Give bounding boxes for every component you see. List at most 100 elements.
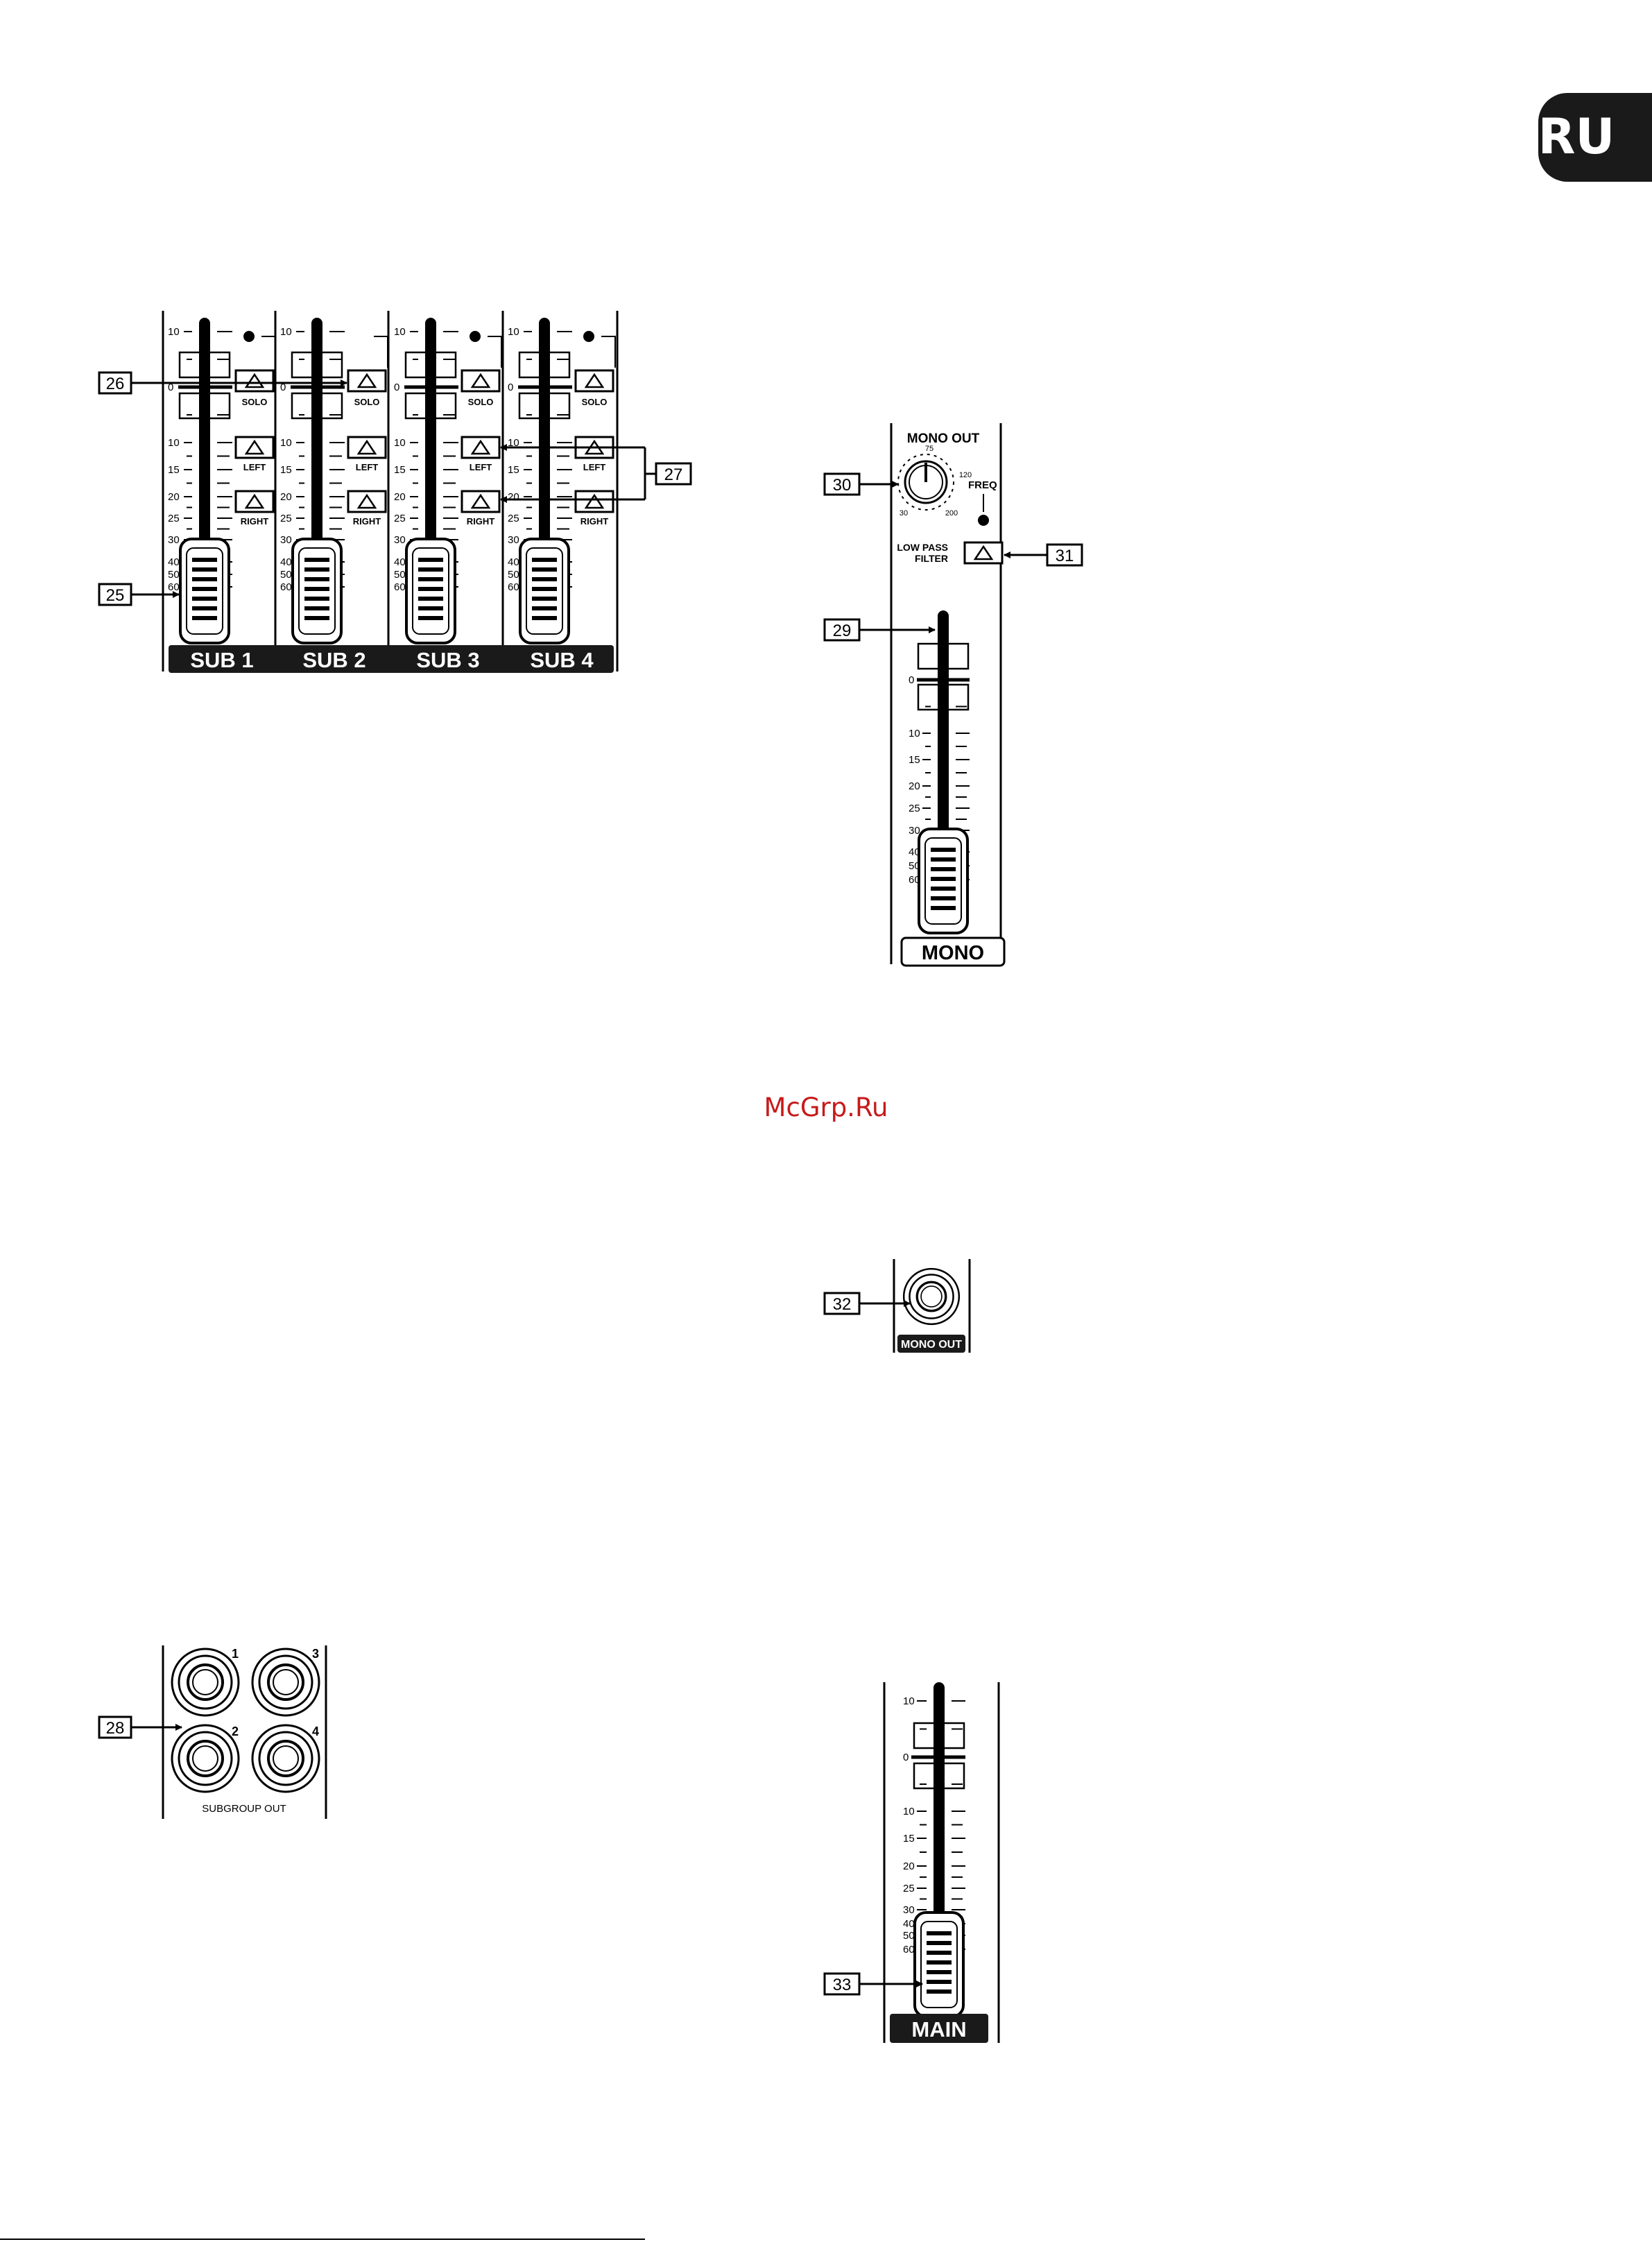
sub3-channel-label: SUB 3 [416, 648, 479, 672]
sub1-scale-label-9: 60 [168, 581, 180, 593]
filter-label: FILTER [915, 553, 948, 564]
callout-26 [98, 371, 132, 395]
sub1-channel-label: SUB 1 [190, 648, 253, 672]
sub1-fader-cap[interactable] [179, 538, 230, 644]
jack-number-4: 4 [312, 1725, 319, 1738]
sub1-scale-label-3: 15 [168, 464, 180, 476]
subgroup-out-figure: 1 3 2 4 SUBGROUP OUT [162, 1645, 327, 1819]
sub2-scale-label-1: 0 [280, 382, 286, 393]
sub3-solo-led [470, 331, 481, 342]
sub2-solo-button[interactable] [347, 369, 387, 393]
callout-28-number: 28 [106, 1719, 125, 1738]
sub4-scale-label-9: 60 [508, 581, 519, 593]
sub1-scale-label-5: 25 [168, 513, 180, 524]
sub1-scale-label-4: 20 [168, 491, 180, 503]
filter-led [978, 515, 989, 526]
sub3-right-button[interactable] [461, 490, 501, 513]
low-pass-filter-button[interactable] [963, 541, 1004, 565]
sub2-scale-label-3: 15 [280, 464, 292, 476]
subgroup-out-jack-1[interactable] [171, 1648, 240, 1717]
sub2-scale-label-6: 30 [280, 534, 292, 546]
callout-32 [823, 1292, 861, 1315]
sub4-button-label-2: RIGHT [580, 516, 609, 527]
mono-out-title: MONO OUT [907, 431, 980, 446]
freq-label: FREQ [968, 479, 997, 491]
sub3-led-bracket [488, 336, 502, 368]
sub3-scale-label-1: 0 [394, 382, 399, 393]
mono-scale-label-8: 60 [909, 874, 920, 886]
sub4-right-button[interactable] [574, 490, 614, 513]
jack-number-3: 3 [312, 1647, 319, 1661]
main-scale-label-6: 30 [903, 1904, 915, 1916]
sub3-scale-label-3: 15 [394, 464, 406, 476]
mono-out-jack[interactable] [902, 1267, 961, 1326]
mono-scale-label-4: 25 [909, 803, 920, 814]
sub2-left-button[interactable] [347, 436, 387, 459]
sub2-scale-label-8: 50 [280, 569, 292, 581]
sub4-button-label-1: LEFT [583, 462, 606, 472]
sub1-right-button[interactable] [234, 490, 275, 513]
main-scale-label-1: 0 [903, 1752, 909, 1763]
sub1-scale-label-0: 10 [168, 326, 180, 338]
sub3-scale-label-5: 25 [394, 513, 406, 524]
sub1-scale-label-8: 50 [168, 569, 180, 581]
knob-tick-75: 75 [925, 445, 933, 453]
main-fader-cap[interactable] [913, 1911, 965, 2018]
sub2-scale-label-4: 20 [280, 491, 292, 503]
sub4-scale-label-2: 10 [508, 437, 519, 449]
sub4-scale-label-5: 25 [508, 513, 519, 524]
subgroup-out-label: SUBGROUP OUT [202, 1803, 286, 1815]
sub4-solo-button[interactable] [574, 369, 614, 393]
knob-tick-30: 30 [900, 509, 908, 517]
main-scale-label-7: 40 [903, 1918, 915, 1930]
main-scale-label-8: 50 [903, 1930, 915, 1942]
callout-27-number: 27 [664, 465, 683, 484]
sub4-scale-label-8: 50 [508, 569, 519, 581]
sub1-scale-label-2: 10 [168, 437, 180, 449]
sub3-scale-label-2: 10 [394, 437, 406, 449]
sub3-solo-button[interactable] [461, 369, 501, 393]
mono-out-jack-label-box [897, 1335, 965, 1353]
mono-out-figure: MONO OUT 75 120 30 200 FREQ LOW PASS FIL… [890, 423, 1006, 967]
sub1-led-bracket [261, 336, 276, 368]
callout-25 [98, 583, 132, 606]
main-label-box [890, 2014, 988, 2043]
sub3-scale-label-0: 10 [394, 326, 406, 338]
subgroup-out-jack-2[interactable] [171, 1724, 240, 1793]
sub2-right-button[interactable] [347, 490, 387, 513]
mono-out-jack-label: MONO OUT [901, 1339, 962, 1351]
sub3-button-label-1: LEFT [470, 462, 492, 472]
callout-25-number: 25 [106, 586, 125, 605]
sub3-left-button[interactable] [461, 436, 501, 459]
jack-number-1: 1 [232, 1647, 239, 1661]
main-scale-label-0: 10 [903, 1695, 915, 1707]
sub1-solo-led [243, 331, 255, 342]
language-badge: RU [1538, 93, 1652, 182]
callout-30 [823, 472, 861, 496]
subgroup-out-jack-4[interactable] [251, 1724, 320, 1793]
sub4-scale-label-6: 30 [508, 534, 519, 546]
subgroup-out-jack-3[interactable] [251, 1648, 320, 1717]
subgroup-label-bar [169, 645, 614, 673]
sub3-fader-cap[interactable] [405, 538, 456, 644]
mono-scale-label-0: 0 [909, 674, 914, 686]
sub1-scale-label-7: 40 [168, 556, 180, 568]
main-scale-label-3: 15 [903, 1833, 915, 1845]
sub1-left-button[interactable] [234, 436, 275, 459]
sub1-scale-label-1: 0 [168, 382, 173, 393]
mono-fader-cap[interactable] [918, 828, 969, 934]
sub2-scale-label-9: 60 [280, 581, 292, 593]
sub4-fader-cap[interactable] [519, 538, 570, 644]
mono-scale-label-2: 15 [909, 754, 920, 766]
frequency-knob[interactable] [897, 454, 954, 511]
sub4-led-bracket [601, 336, 616, 368]
sub2-button-label-1: LEFT [356, 462, 379, 472]
sub2-fader-cap[interactable] [291, 538, 343, 644]
sub3-button-label-2: RIGHT [467, 516, 495, 527]
sub1-solo-button[interactable] [234, 369, 275, 393]
